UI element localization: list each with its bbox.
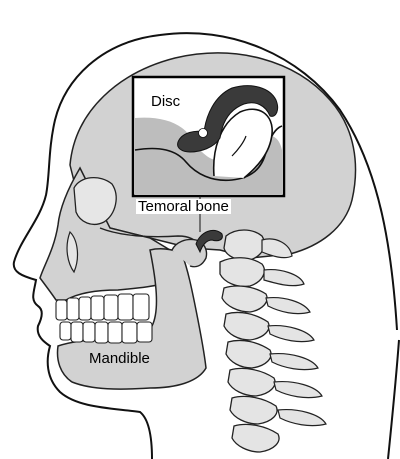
upper-teeth	[56, 294, 149, 320]
mandible-label: Mandible	[89, 351, 150, 366]
lower-teeth	[60, 322, 152, 343]
disc-pointer-dot	[199, 129, 208, 138]
back-of-neck-outline	[388, 340, 399, 459]
spinous-processes	[262, 239, 326, 426]
temporal-bone-label: Temoral bone	[136, 199, 231, 214]
orbit	[74, 178, 116, 225]
disc-label: Disc	[151, 94, 180, 109]
cervical-spine	[220, 230, 279, 452]
